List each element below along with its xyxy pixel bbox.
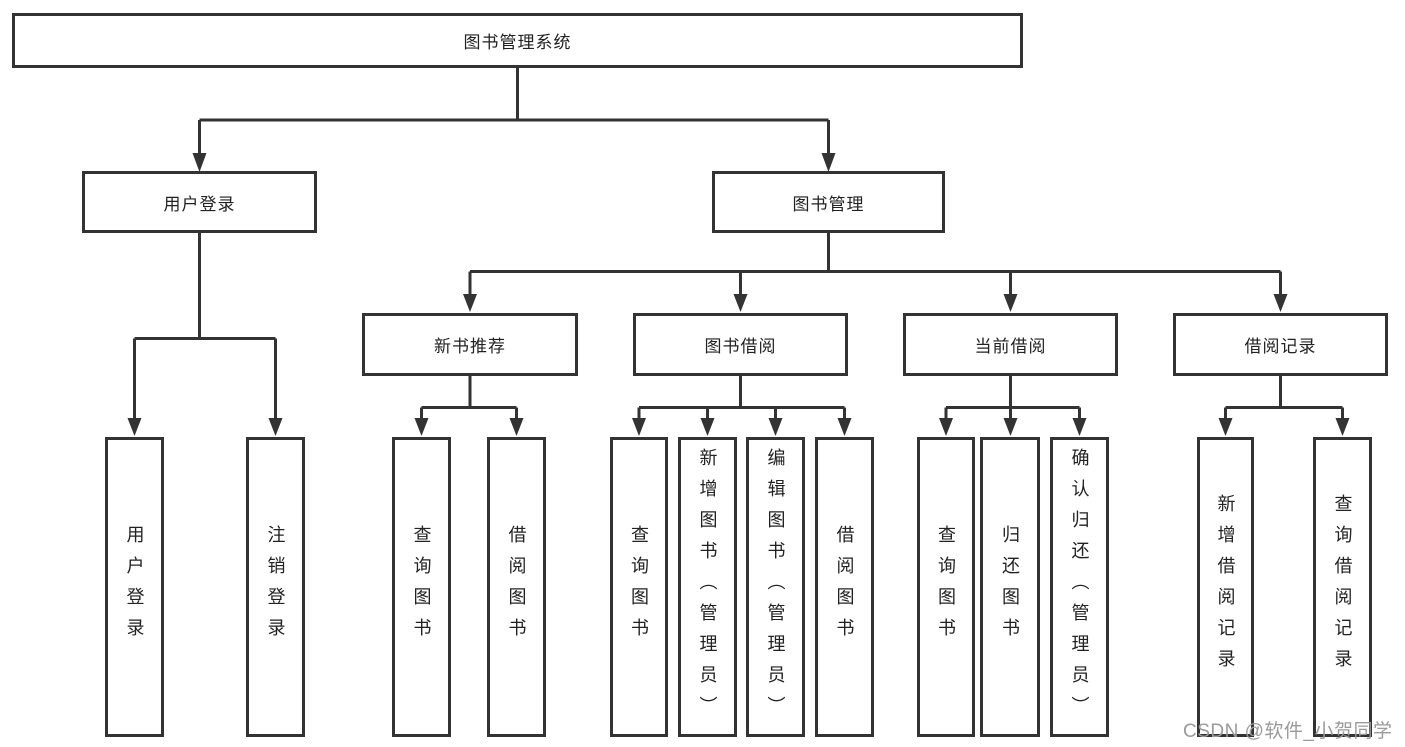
leaf-logout-login: 注销登录: [246, 437, 305, 737]
node-user-login-label: 用户登录: [163, 194, 236, 214]
node-book-borrowing-label: 图书借阅: [704, 337, 777, 356]
leaf-borrow-books-borrowing-label: 借阅图书: [834, 525, 855, 649]
leaf-add-borrow-record-label: 新增借阅记录: [1215, 494, 1236, 680]
leaf-edit-books-admin: 编辑图书（管理员）: [746, 437, 805, 737]
leaf-edit-books-admin-label: 编辑图书（管理员）: [765, 447, 786, 727]
node-book-borrowing: 图书借阅: [633, 313, 848, 376]
node-library-system-label: 图书管理系统: [463, 33, 572, 52]
node-current-borrowing-label: 当前借阅: [974, 337, 1047, 356]
arrowhead: [733, 294, 748, 312]
connector-current-to-leaves: [939, 376, 1087, 436]
arrowhead: [463, 294, 477, 312]
node-new-book-recommendation: 新书推荐: [362, 313, 578, 376]
leaf-query-borrow-record: 查询借阅记录: [1313, 437, 1372, 737]
arrowhead: [700, 418, 715, 436]
node-book-management: 图书管理: [712, 171, 945, 233]
leaf-return-books-label: 归还图书: [1000, 525, 1020, 649]
arrowhead: [127, 418, 142, 436]
connector-recommend-to-leaves: [414, 376, 524, 436]
arrowhead: [821, 153, 836, 172]
node-book-management-label: 图书管理: [792, 194, 865, 214]
leaf-query-books-recommend-label: 查询图书: [411, 525, 432, 649]
node-library-system: 图书管理系统: [12, 13, 1023, 68]
arrowhead: [1003, 294, 1018, 312]
connector-borrowing-to-leaves: [632, 376, 852, 436]
leaf-query-books-current: 查询图书: [917, 437, 975, 737]
arrowhead: [632, 418, 646, 436]
arrowhead: [939, 418, 953, 436]
connector-records-to-leaves: [1218, 376, 1350, 436]
node-borrowing-records: 借阅记录: [1173, 313, 1388, 376]
connector-root-to-level2: [192, 68, 836, 172]
leaf-query-books-recommend: 查询图书: [392, 437, 451, 737]
leaf-borrow-books-recommend-label: 借阅图书: [506, 525, 527, 649]
leaf-add-books-admin: 新增图书（管理员）: [678, 437, 737, 737]
connector-user-login-to-leaves: [127, 233, 283, 436]
arrowhead: [1072, 418, 1087, 436]
leaf-query-borrow-record-label: 查询借阅记录: [1332, 494, 1353, 680]
leaf-logout-login-label: 注销登录: [265, 525, 286, 649]
leaf-confirm-return-admin-label: 确认归还（管理员）: [1069, 447, 1090, 727]
arrowhead: [268, 418, 283, 436]
leaf-return-books: 归还图书: [980, 437, 1040, 737]
arrowhead: [509, 418, 524, 436]
arrowhead: [192, 153, 207, 172]
node-borrowing-records-label: 借阅记录: [1244, 337, 1317, 356]
arrowhead: [1335, 418, 1350, 436]
leaf-query-books-current-label: 查询图书: [936, 525, 956, 649]
leaf-user-login: 用户登录: [105, 437, 164, 737]
node-new-book-recommendation-label: 新书推荐: [434, 337, 506, 356]
arrowhead: [837, 418, 852, 436]
leaf-borrow-books-recommend: 借阅图书: [487, 437, 546, 737]
arrowhead: [414, 418, 429, 436]
leaf-confirm-return-admin: 确认归还（管理员）: [1050, 437, 1109, 737]
arrowhead: [1273, 294, 1288, 312]
node-user-login: 用户登录: [82, 171, 317, 233]
leaf-borrow-books-borrowing: 借阅图书: [815, 437, 874, 737]
arrowhead: [1218, 418, 1233, 436]
connector-book-management-to-level3: [463, 233, 1288, 312]
csdn-watermark: CSDN @软件_小贺同学: [1183, 721, 1393, 742]
arrowhead: [1003, 418, 1018, 436]
leaf-query-books-borrowing-label: 查询图书: [629, 525, 649, 649]
node-current-borrowing: 当前借阅: [903, 313, 1118, 376]
leaf-query-books-borrowing: 查询图书: [610, 437, 668, 737]
arrowhead: [768, 418, 783, 436]
leaf-add-borrow-record: 新增借阅记录: [1197, 437, 1254, 737]
leaf-add-books-admin-label: 新增图书（管理员）: [697, 447, 718, 727]
leaf-user-login-label: 用户登录: [124, 525, 145, 649]
